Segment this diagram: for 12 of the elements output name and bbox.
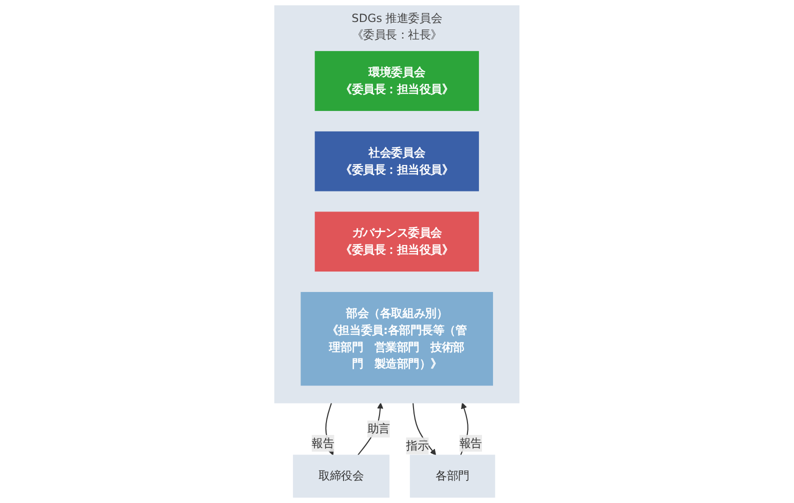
node-box: 部会（各取組み別） 《担当委員:各部門長等（管理部門 営業部門 技術部門 製造部門）》: [300, 292, 494, 386]
edge-label: 助言: [367, 422, 390, 436]
node-box: 環境委員会 《委員長：担当役員》: [314, 51, 480, 111]
edge-label: 報告: [460, 436, 482, 450]
node-box: 各部門: [410, 454, 496, 498]
arrow: [358, 402, 384, 456]
edge-label: 報告: [312, 436, 334, 450]
node-box: 社会委員会 《委員長：担当役員》: [314, 131, 480, 192]
arrow: [412, 402, 436, 456]
node-box: ガバナンス委員会 《委員長：担当役員》: [314, 212, 480, 272]
edge-label: 指示: [406, 438, 429, 452]
node-box: 取締役会: [293, 454, 390, 498]
